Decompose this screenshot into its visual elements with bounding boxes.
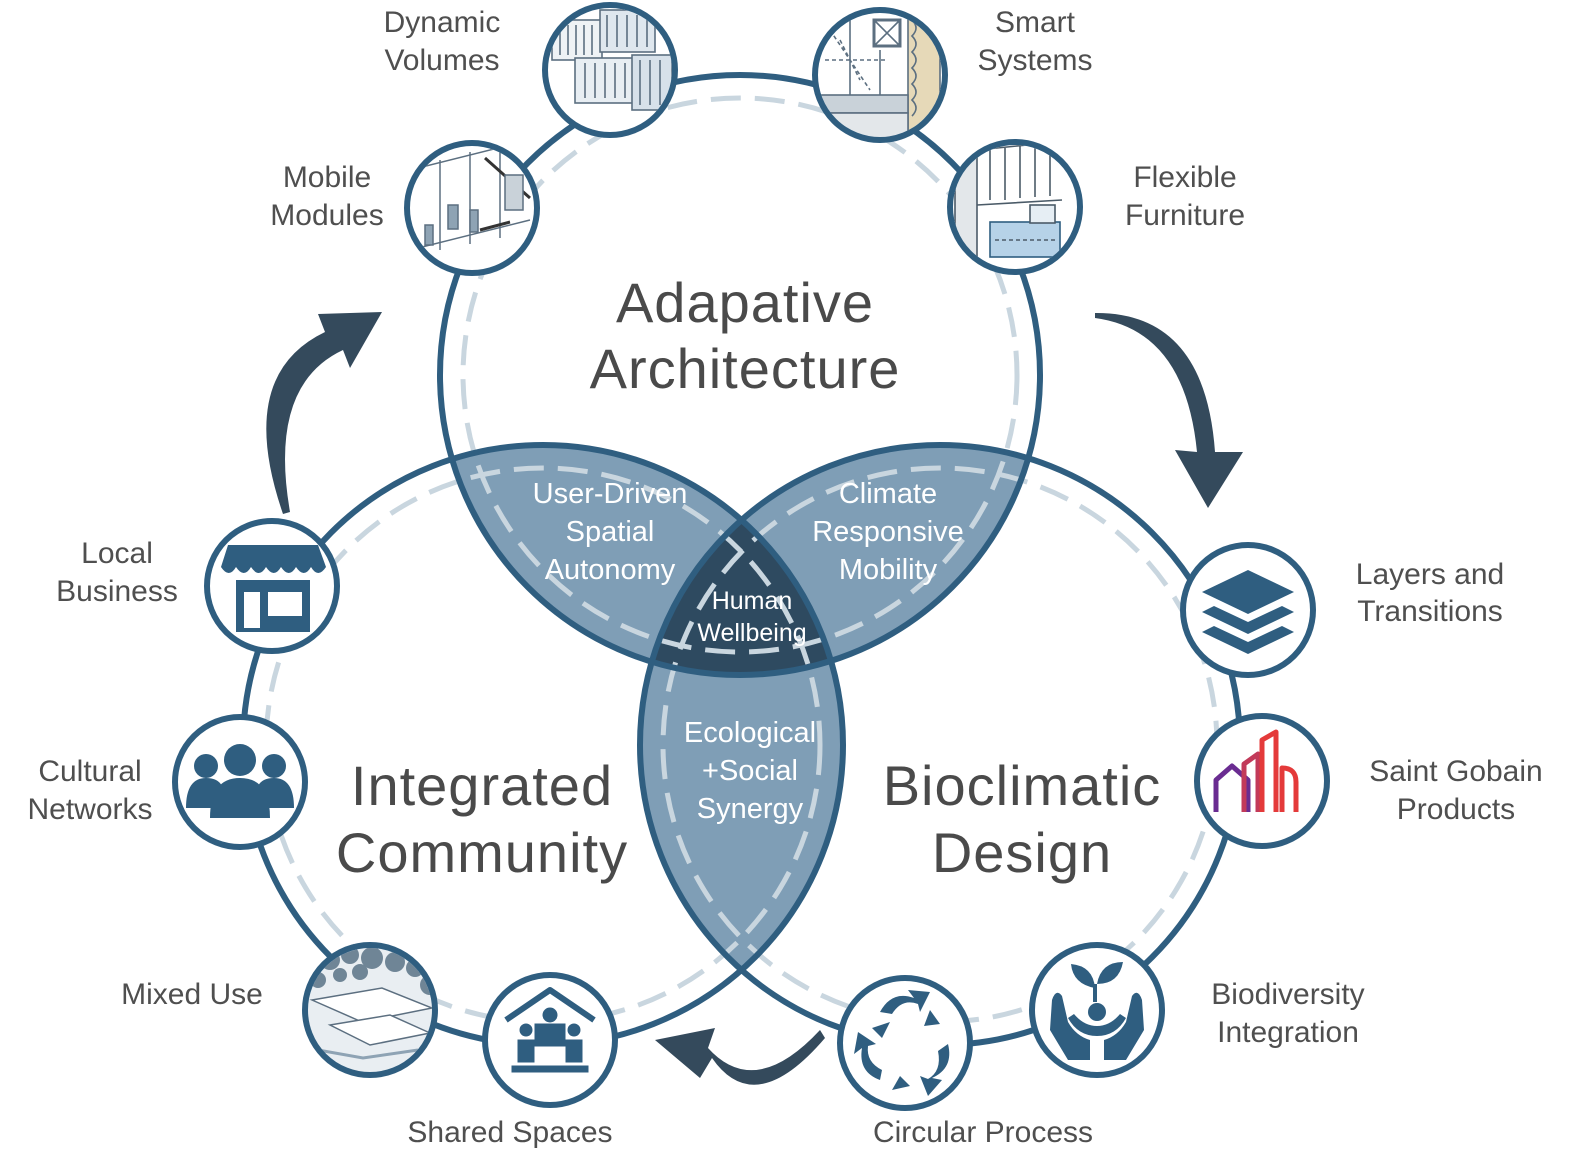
node-layers-transitions-label-1: Layers and <box>1356 558 1504 591</box>
node-shared-spaces-label: Shared Spaces <box>407 1116 612 1149</box>
arrow-left-up <box>266 312 382 514</box>
house-meeting-icon <box>504 987 596 1073</box>
node-biodiversity-integration: Biodiversity Integration <box>1029 942 1365 1078</box>
arrow-bottom-left <box>655 1028 825 1085</box>
node-cultural-networks-label-2: Networks <box>27 793 152 826</box>
node-local-business: Local Business <box>56 518 340 654</box>
node-flexible-furniture-label-1: Flexible <box>1133 161 1236 194</box>
node-circular-process: Circular Process <box>837 975 1093 1149</box>
node-mobile-modules-label-2: Modules <box>270 199 383 232</box>
left-circle-title-1: Integrated <box>351 754 613 817</box>
storefront-icon <box>221 545 326 632</box>
node-biodiversity-integration-label-1: Biodiversity <box>1211 978 1364 1011</box>
top-dashed-ring <box>460 95 1020 655</box>
top-ring <box>437 72 1043 678</box>
node-layers-transitions: Layers and Transitions <box>1180 542 1504 678</box>
arrow-right-down <box>1095 312 1243 508</box>
overlap-bottom-line-1: Ecological <box>684 717 816 749</box>
aerial-site-sketch-icon <box>308 948 432 1072</box>
node-shared-spaces: Shared Spaces <box>407 972 618 1149</box>
overlap-top-right-line-3: Mobility <box>839 554 938 586</box>
center-triple-overlap <box>640 445 843 675</box>
node-circular-process-label: Circular Process <box>873 1116 1093 1149</box>
interior-modules-sketch-icon <box>410 146 531 251</box>
overlap-bottom-line-3: Synergy <box>697 793 804 825</box>
node-smart-systems-label-2: Systems <box>977 44 1092 77</box>
node-local-business-label-1: Local <box>81 537 153 570</box>
recycle-icon <box>854 990 950 1096</box>
city-buildings-logo-icon <box>1213 729 1299 812</box>
node-mixed-use: Mixed Use <box>121 942 438 1078</box>
building-volumes-sketch-icon <box>551 9 672 111</box>
node-mobile-modules: Mobile Modules <box>270 140 540 276</box>
node-mixed-use-label: Mixed Use <box>121 978 263 1011</box>
node-dynamic-volumes: Dynamic Volumes <box>384 2 678 138</box>
overlap-bottom-line-2: +Social <box>702 755 798 787</box>
node-smart-systems: Smart Systems <box>812 6 1093 143</box>
node-cultural-networks: Cultural Networks <box>27 714 308 850</box>
overlap-top-left-line-3: Autonomy <box>545 554 676 586</box>
center-label-line-2: Wellbeing <box>697 619 806 647</box>
overlap-top-left-line-2: Spatial <box>566 516 655 548</box>
node-layers-transitions-label-2: Transitions <box>1357 595 1503 628</box>
node-cultural-networks-label-1: Cultural <box>38 755 141 788</box>
people-group-icon <box>186 744 294 818</box>
node-smart-systems-label-1: Smart <box>995 6 1076 39</box>
overlap-top-right-line-2: Responsive <box>812 516 964 548</box>
right-circle-title-2: Design <box>932 821 1112 884</box>
node-dynamic-volumes-label-2: Volumes <box>384 44 499 77</box>
node-saint-gobain-products-label-1: Saint Gobain <box>1369 755 1542 788</box>
right-circle-title-1: Bioclimatic <box>883 754 1162 817</box>
overlap-top-left-line-1: User-Driven <box>533 478 688 510</box>
node-biodiversity-integration-label-2: Integration <box>1217 1016 1359 1049</box>
top-circle-title-1: Adapative <box>616 271 874 334</box>
node-local-business-label-2: Business <box>56 575 178 608</box>
top-circle-title-2: Architecture <box>590 337 901 400</box>
cycle-arrows <box>266 312 1243 1085</box>
layers-icon <box>1202 570 1294 654</box>
hands-sprout-icon <box>1050 962 1144 1060</box>
overlap-top-right-line-1: Climate <box>839 478 937 510</box>
node-dynamic-volumes-label-1: Dynamic <box>384 6 501 39</box>
left-dashed-ring <box>263 465 823 1025</box>
node-flexible-furniture: Flexible Furniture <box>947 139 1245 275</box>
center-label-line-1: Human <box>712 587 793 615</box>
node-mobile-modules-label-1: Mobile <box>283 161 371 194</box>
node-saint-gobain-products: Saint Gobain Products <box>1194 713 1543 849</box>
node-saint-gobain-products-label-2: Products <box>1397 793 1515 826</box>
node-flexible-furniture-label-2: Furniture <box>1125 199 1245 232</box>
left-circle-title-2: Community <box>336 821 628 884</box>
